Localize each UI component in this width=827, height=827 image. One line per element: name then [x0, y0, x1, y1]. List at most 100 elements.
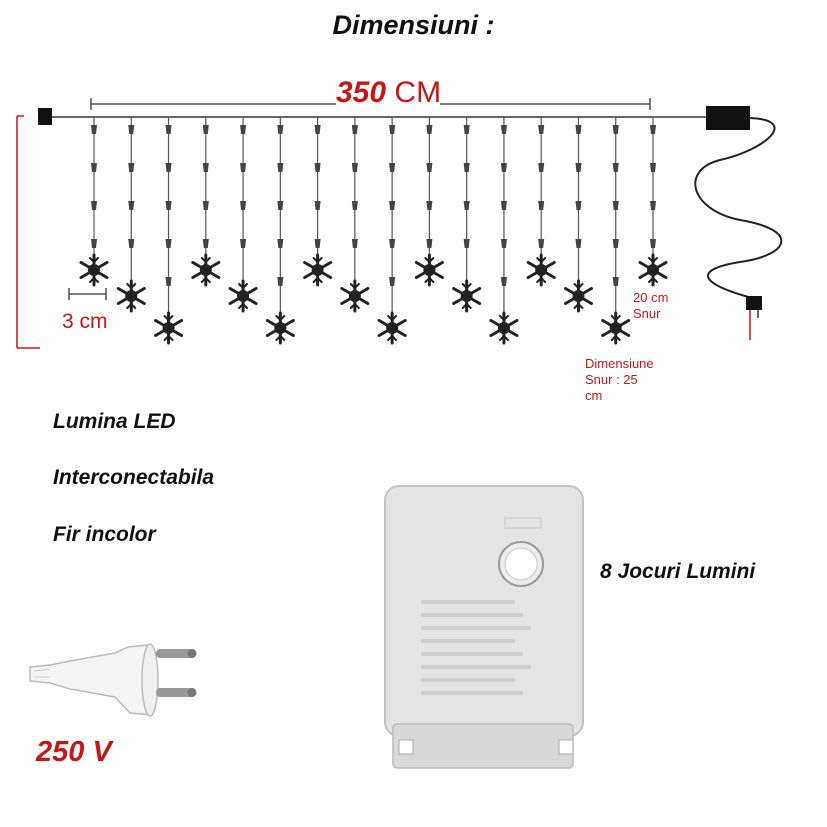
led-bulb	[500, 201, 507, 210]
led-bulb	[500, 163, 507, 172]
led-bulb	[277, 125, 284, 134]
led-bulb	[463, 201, 470, 210]
cord-dimension-label: Dimensiune Snur : 25 cm	[585, 356, 675, 404]
modes-label: 8 Jocuri Lumini	[600, 560, 756, 583]
led-bulb	[612, 277, 619, 286]
snowflake-icon	[601, 311, 631, 345]
led-bulb	[612, 125, 619, 134]
cord-length-label: 20 cm Snur	[633, 290, 668, 322]
led-bulb	[500, 277, 507, 286]
led-bulb	[202, 239, 209, 248]
led-bulb	[277, 163, 284, 172]
cord-dimension-line1: Dimensiune	[585, 356, 654, 371]
led-bulb	[165, 163, 172, 172]
led-bulb	[426, 201, 433, 210]
cord-length-line2: Snur	[633, 306, 661, 321]
led-bulb	[612, 239, 619, 248]
snowflake-icon	[414, 253, 444, 287]
led-bulb	[538, 163, 545, 172]
led-bulb	[463, 125, 470, 134]
curtain-diagram	[16, 98, 783, 349]
page-title: Dimensiuni :	[332, 10, 495, 40]
cord-dimension-line3: cm	[585, 388, 603, 403]
snowflake-icon	[228, 279, 258, 313]
led-bulb	[165, 239, 172, 248]
snowflake-icon	[340, 279, 370, 313]
led-bulb	[128, 163, 135, 172]
led-bulb	[128, 239, 135, 248]
led-bulb	[128, 201, 135, 210]
led-bulb	[240, 125, 247, 134]
led-bulb	[650, 163, 656, 172]
height-dimension-line	[16, 115, 40, 349]
snowflake-icon	[303, 253, 333, 287]
led-bulb	[240, 201, 247, 210]
led-bulb	[463, 239, 470, 248]
cord-dimension-line2: Snur : 25	[585, 372, 638, 387]
led-bulb	[389, 163, 396, 172]
feature-interconnectable: Interconectabila	[53, 466, 215, 489]
led-bulb	[389, 239, 396, 248]
led-bulb	[500, 239, 507, 248]
led-bulb	[351, 163, 358, 172]
snowflake-icon	[563, 279, 593, 313]
snowflake-icon	[377, 311, 407, 345]
led-bulb	[650, 239, 656, 248]
led-bulb	[538, 201, 545, 210]
led-bulb	[389, 125, 396, 134]
led-bulb	[165, 277, 172, 286]
light-strands	[79, 117, 668, 345]
led-bulb	[277, 239, 284, 248]
snowflake-icon	[265, 311, 295, 345]
controller-plug-box	[706, 106, 750, 130]
controller-box-icon	[384, 485, 584, 769]
snowflake-icon	[191, 253, 221, 287]
led-bulb	[202, 163, 209, 172]
led-bulb	[426, 125, 433, 134]
led-bulb	[538, 239, 545, 248]
led-bulb	[575, 201, 582, 210]
led-bulb	[91, 239, 97, 248]
led-bulb	[351, 239, 358, 248]
led-bulb	[91, 201, 97, 210]
led-bulb	[240, 239, 247, 248]
led-bulb	[351, 125, 358, 134]
snowflake-icon	[489, 311, 519, 345]
led-bulb	[314, 239, 321, 248]
feature-clear-wire: Fir incolor	[53, 523, 156, 546]
spacing-label: 3 cm	[62, 310, 108, 333]
snowflake-icon	[154, 311, 184, 345]
width-unit: CM	[394, 76, 442, 109]
led-bulb	[277, 277, 284, 286]
led-bulb	[91, 163, 97, 172]
snowflake-icon	[79, 253, 109, 287]
led-bulb	[351, 201, 358, 210]
led-bulb	[314, 163, 321, 172]
led-bulb	[165, 125, 172, 134]
led-bulb	[314, 201, 321, 210]
led-bulb	[277, 201, 284, 210]
led-bulb	[612, 201, 619, 210]
feature-led: Lumina LED	[53, 410, 176, 433]
snowflake-icon	[452, 279, 482, 313]
led-bulb	[202, 125, 209, 134]
snowflake-icon	[116, 279, 146, 313]
led-bulb	[128, 125, 135, 134]
snowflake-icon	[526, 253, 556, 287]
power-cord	[694, 117, 783, 301]
led-bulb	[650, 201, 656, 210]
width-dimension-line	[90, 98, 651, 110]
led-bulb	[426, 163, 433, 172]
voltage-label: 250 V	[36, 736, 112, 768]
led-bulb	[389, 201, 396, 210]
led-bulb	[612, 163, 619, 172]
led-bulb	[463, 163, 470, 172]
led-bulb	[91, 125, 97, 134]
snowflake-icon	[638, 253, 668, 287]
spacing-marker	[68, 288, 107, 300]
cord-length-line1: 20 cm	[633, 290, 669, 305]
led-bulb	[575, 163, 582, 172]
led-bulb	[389, 277, 396, 286]
width-value: 350	[336, 76, 387, 109]
led-bulb	[575, 125, 582, 134]
